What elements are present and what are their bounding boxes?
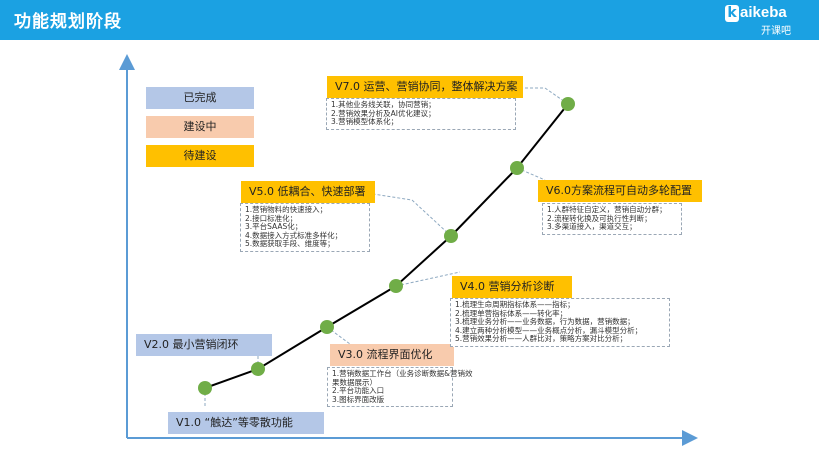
stage-v6-notes: 1.人群特征自定义，营销自动分群； 2.流程转化换及可执行性判断； 3.多渠道接…	[542, 203, 682, 235]
note-line: 4.建立两种分析模型——业务概点分析，漏斗模型分析；	[455, 325, 643, 335]
legend-in-progress: 建设中	[146, 116, 254, 138]
node-v3	[320, 320, 334, 334]
stage-v1-label: V1.0 “触达”等零散功能	[168, 412, 324, 434]
node-v1	[198, 381, 212, 395]
note-line: 1.人群特征自定义，营销自动分群；	[547, 205, 667, 214]
kaikeba-logo: k aikeba 开课吧	[725, 4, 805, 37]
stage-v3-label: V3.0 流程界面优化	[330, 344, 454, 366]
logo-chinese: 开课吧	[761, 26, 791, 37]
stage-v7-notes: 1.其他业务线关联，协同营销； 2.营销效果分析及AI优化建议； 3.营销模型体…	[326, 98, 516, 130]
note-line: 5.数据获取手段、维度等；	[245, 239, 335, 249]
note-line: 1.其他业务线关联，协同营销；	[331, 100, 436, 109]
stage-v2-label: V2.0 最小营销闭环	[136, 334, 272, 356]
stage-v3-notes: 1.营销数据工作台（业务诊断数据&营销效 果数据展示） 2.平台功能入口 3.图…	[327, 367, 473, 408]
node-v4	[389, 279, 403, 293]
note-line: 3.图标界面改版	[332, 394, 385, 404]
stage-v5-label: V5.0 低耦合、快速部署	[241, 181, 375, 203]
legend-planned: 待建设	[146, 145, 254, 167]
note-line: 3.营销模型体系化；	[331, 117, 399, 127]
milestone-nodes	[198, 97, 575, 395]
note-line: 4.数据接入方式标准多样化；	[245, 230, 343, 240]
connector-v4	[395, 271, 461, 287]
note-line: 果数据展示）	[332, 377, 377, 387]
legend-completed: 已完成	[146, 87, 254, 109]
note-line: 1.营销数据工作台（业务诊断数据&营销效	[332, 369, 473, 378]
page-title: 功能规划阶段	[14, 12, 122, 32]
stage-v4-notes: 1.梳理生命周期指标体系——指标； 2.梳理单营指标体系——转化率； 3.梳理业…	[450, 298, 670, 347]
stage-v4-label: V4.0 营销分析诊断	[452, 276, 572, 298]
stage-v5-notes: 1.营销物料的快速接入； 2.接口标准化； 3.平台SAAS化； 4.数据接入方…	[240, 203, 370, 252]
node-v2	[251, 362, 265, 376]
node-v6	[510, 161, 524, 175]
stage-v7-label: V7.0 运营、营销协同，整体解决方案	[327, 76, 523, 98]
logo-letter: k	[725, 5, 739, 22]
note-line: 2.接口标准化；	[245, 213, 298, 223]
note-line: 2.平台功能入口	[332, 386, 385, 396]
note-line: 3.多渠道接入，渠道交互；	[547, 222, 637, 232]
title-bar: 功能规划阶段 k aikeba 开课吧	[0, 0, 819, 40]
note-line: 1.梳理生命周期指标体系——指标；	[455, 300, 575, 309]
node-v7	[561, 97, 575, 111]
connector-v5	[359, 191, 452, 237]
note-line: 3.平台SAAS化；	[245, 222, 303, 232]
note-line: 2.营销效果分析及AI优化建议；	[331, 108, 436, 118]
note-line: 5.营销效果分析——人群比对，策略方案对比分析；	[455, 334, 628, 344]
logo-word: aikeba	[740, 4, 787, 21]
note-line: 2.流程转化换及可执行性判断；	[547, 213, 652, 223]
note-line: 1.营销物料的快速接入；	[245, 205, 328, 214]
note-line: 2.梳理单营指标体系——转化率；	[455, 308, 568, 318]
node-v5	[444, 229, 458, 243]
note-line: 3.梳理业务分析——业务数据，行为数据，营销数据；	[455, 317, 635, 327]
stage-v6-label: V6.0方案流程可自动多轮配置	[538, 180, 702, 202]
